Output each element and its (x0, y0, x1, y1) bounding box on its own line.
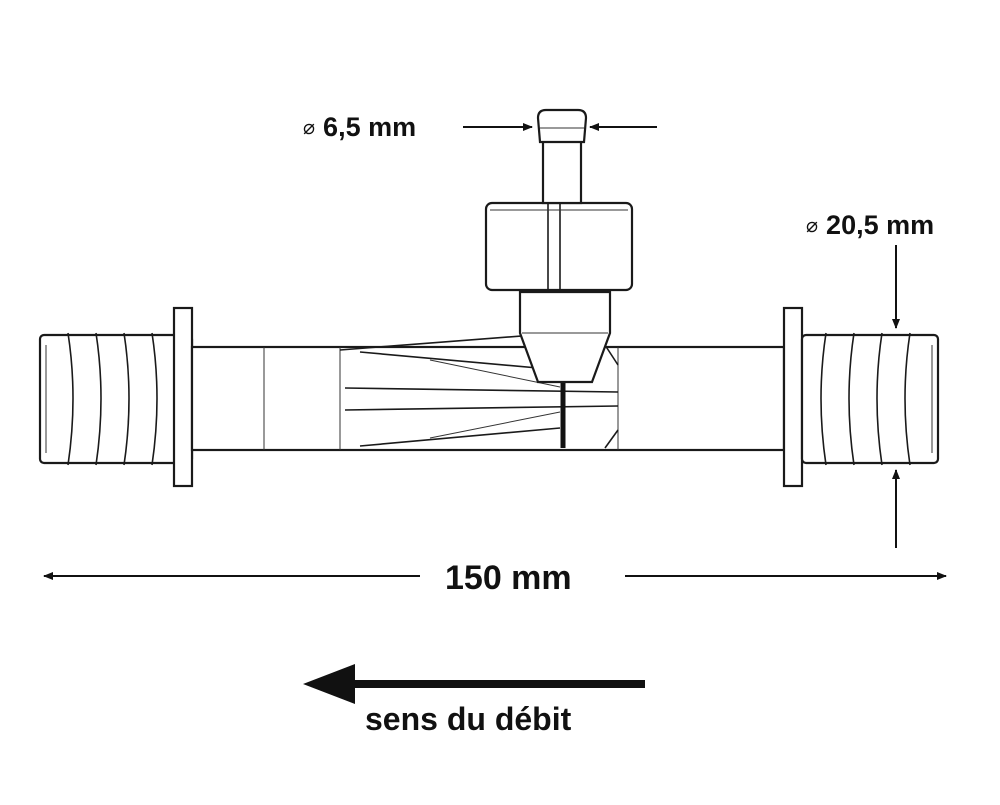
large-inlet-diameter-value: 20,5 mm (826, 210, 935, 240)
flow-direction-arrow (303, 664, 645, 704)
right-hose-barb (800, 332, 940, 466)
diameter-symbol: ⌀ (303, 117, 316, 139)
overall-length-label: 150 mm (445, 559, 572, 597)
small-outlet-diameter-value: 6,5 mm (323, 112, 417, 142)
left-flange (172, 306, 194, 488)
small-nozzle (536, 108, 588, 205)
hex-nut (484, 201, 634, 292)
large-inlet-diameter-label: ⌀ 20,5 mm (806, 212, 934, 239)
left-hose-barb (38, 332, 194, 466)
right-flange (782, 306, 804, 488)
diameter-symbol: ⌀ (806, 215, 819, 237)
small-outlet-diameter-label: ⌀ 6,5 mm (303, 114, 416, 141)
suction-collar (518, 290, 612, 384)
venturi-cone (339, 332, 619, 449)
flow-direction-label: sens du débit (365, 701, 572, 737)
